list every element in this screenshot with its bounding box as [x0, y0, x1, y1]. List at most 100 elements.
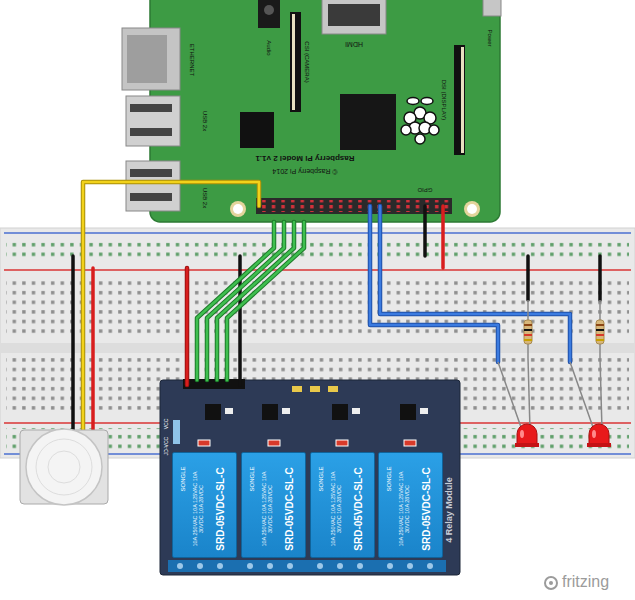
port-label: Power — [487, 29, 494, 46]
port-label: Audio — [266, 40, 273, 55]
watermark: fritzing — [562, 573, 609, 591]
raspberry-pi-board — [126, 96, 180, 146]
led-symbol — [587, 443, 611, 447]
part-number: SRD-05VDC-SL-C — [353, 467, 364, 550]
hookup-wires — [598, 256, 602, 300]
raspberry-pi-board — [461, 47, 464, 153]
relay-module-board — [404, 440, 416, 446]
raspberry-pi-board — [230, 201, 246, 217]
raspberry-pi-board — [483, 0, 501, 16]
resistor-symbol — [524, 334, 532, 336]
led-symbol — [592, 430, 596, 438]
relay-module-board — [317, 563, 323, 569]
relay-module-board — [160, 380, 460, 575]
relay-module-board — [173, 420, 180, 444]
relay-module-board — [177, 563, 183, 569]
raspberry-pi-board — [258, 0, 280, 28]
hookup-wires — [185, 268, 190, 385]
relay-module-board — [387, 563, 393, 569]
led-symbol — [520, 430, 524, 438]
raspberry-pi-board — [122, 28, 180, 90]
raspberry-pi-board — [130, 128, 172, 136]
relay-module-board — [282, 408, 290, 414]
raspberry-pi-board — [126, 161, 180, 211]
resistor-symbol — [596, 334, 604, 336]
raspberry-pi-board — [290, 12, 301, 112]
raspberry-pi-board — [240, 112, 274, 148]
resistor-symbol — [596, 329, 604, 331]
relay-module-board — [332, 404, 348, 420]
relay-module-board — [267, 563, 273, 569]
led-symbol — [498, 362, 522, 430]
brand-label: SONGLE — [249, 466, 256, 491]
hookup-wires — [441, 206, 445, 268]
raspberry-pi-board — [130, 104, 172, 112]
part-number: SRD-05VDC-SL-C — [421, 467, 432, 550]
hookup-wires — [186, 268, 189, 385]
raspberry-pi: ETHERNETUSB 2xUSB 2xAudioCSI (CAMERA)HDM… — [150, 0, 500, 222]
jumper-wire — [227, 222, 304, 380]
relay-module-board — [310, 386, 320, 392]
relay-module-board — [262, 404, 278, 420]
relay: SONGLE10A 250VAC 10A 125VAC 10A 30VDC 10… — [378, 452, 443, 558]
port-label: ETHERNET — [189, 44, 196, 76]
raspberry-logo — [401, 98, 439, 145]
resistor-symbol — [524, 320, 532, 344]
resistor-symbol — [596, 324, 604, 326]
hookup-wires — [83, 182, 259, 435]
raspberry-pi-board — [292, 14, 295, 110]
resistor-symbol — [596, 320, 604, 344]
hookup-wires — [370, 206, 498, 362]
breadboard — [4, 232, 631, 234]
relay-module-board — [160, 379, 460, 575]
pin-label: VCC — [164, 419, 170, 430]
relay-module-board — [407, 563, 413, 569]
relay-module-board — [427, 563, 433, 569]
port-label: DSI (DISPLAY) — [441, 80, 448, 121]
relay-module-board — [197, 563, 203, 569]
led-symbol — [600, 358, 602, 430]
hookup-wires — [91, 268, 95, 435]
header-label: GPIO — [417, 187, 432, 194]
hookup-wires — [526, 256, 530, 300]
raspberry-pi-board — [256, 198, 452, 214]
relay-module-board — [268, 440, 280, 446]
hookup-wires — [71, 256, 75, 435]
resistor-symbol — [524, 324, 532, 326]
relay-module-board — [205, 404, 221, 420]
raspberry-logo — [415, 134, 425, 144]
pin-label: JD-VCC — [164, 437, 170, 455]
watermark-icon — [545, 577, 557, 589]
pir-sensor — [48, 451, 80, 483]
hookup-wires — [380, 206, 570, 362]
watermark-icon — [545, 577, 557, 589]
hookup-wires — [73, 182, 600, 435]
raspberry-pi-board — [464, 201, 480, 217]
raspberry-pi-board — [340, 94, 396, 150]
pir-sensor — [20, 429, 108, 505]
raspberry-pi-board — [467, 204, 477, 214]
port-label: HDMI — [345, 40, 363, 48]
raspberry-logo — [401, 125, 411, 135]
relay-module-board — [247, 563, 253, 569]
part-number: SRD-05VDC-SL-C — [215, 467, 226, 550]
relay-module: VCCJD-VCC4 Relay ModuleSONGLE10A 250VAC … — [160, 380, 460, 575]
led-symbol — [528, 358, 530, 430]
raspberry-pi-board — [150, 0, 500, 222]
resistor-symbol — [596, 339, 604, 341]
port-label: USB 2x — [202, 188, 209, 208]
led-symbol — [498, 358, 611, 447]
resistor-symbol — [524, 339, 532, 341]
raspberry-pi-board — [233, 204, 243, 214]
rating-label: 10A 250VAC 10A 125VAC 10A 30VDC 10A 28VD… — [261, 465, 273, 553]
watermark-icon — [549, 581, 553, 585]
relay-module-board — [337, 563, 343, 569]
relay-module-board — [225, 408, 233, 414]
relay-module-board — [357, 563, 363, 569]
raspberry-logo — [429, 125, 439, 135]
led-symbol — [515, 443, 539, 447]
rating-label: 10A 250VAC 10A 125VAC 10A 30VDC 10A 28VD… — [398, 465, 410, 553]
rating-label: 10A 250VAC 10A 125VAC 10A 30VDC 10A 28VD… — [192, 465, 204, 553]
raspberry-pi-board — [127, 35, 167, 83]
